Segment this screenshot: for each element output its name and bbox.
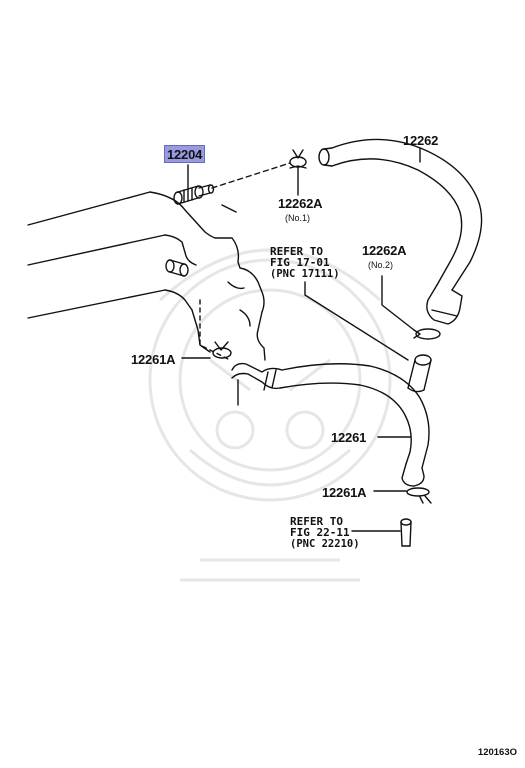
pipe-stub-22-11 <box>400 518 412 547</box>
callout-12261a-lower[interactable]: 12261A <box>322 485 367 500</box>
leader-ref-17-01 <box>304 281 409 361</box>
callout-12204[interactable]: 12204 <box>164 145 206 163</box>
callout-12262[interactable]: 12262 <box>403 133 439 148</box>
ref2-line2: FIG 22-11 <box>290 526 350 539</box>
leader-12262a-no2 <box>381 275 415 331</box>
ref2-line3: (PNC 22210) <box>290 538 360 550</box>
upper-hose-12262-part <box>318 138 483 325</box>
pcv-valve-part <box>173 184 215 205</box>
note-no1: (No.1) <box>285 213 311 223</box>
clamp-12261a-upper-part <box>212 341 232 359</box>
pipe-stub-17-01 <box>407 354 432 393</box>
clamp-12262a-no2-part <box>413 328 441 340</box>
ref1-line2: FIG 17-01 <box>270 256 330 269</box>
reference-fig-17-01[interactable]: REFER TO FIG 17-01 (PNC 17111) <box>270 246 340 280</box>
engine-head-outline <box>27 191 266 406</box>
ref2-line1: REFER TO <box>290 515 343 528</box>
callout-12261[interactable]: 12261 <box>331 430 367 445</box>
callout-12204-highlight: 12204 <box>164 145 206 163</box>
clamp-12261a-lower-part <box>406 487 432 504</box>
callout-12262a-no1[interactable]: 12262A <box>278 196 323 211</box>
reference-fig-22-11[interactable]: REFER TO FIG 22-11 (PNC 22210) <box>290 516 360 550</box>
ref1-line3: (PNC 17111) <box>270 268 340 280</box>
watermark-emblem <box>148 248 392 582</box>
dashed-line-clamp-to-head <box>199 299 231 361</box>
head-stud-part <box>165 259 189 277</box>
callout-12261a-upper[interactable]: 12261A <box>131 352 176 367</box>
note-no2: (No.2) <box>368 260 394 270</box>
callout-12262a-no2[interactable]: 12262A <box>362 243 407 258</box>
diagram-code: 120163O <box>477 747 517 758</box>
ref1-line1: REFER TO <box>270 245 323 258</box>
lower-hose-12261-part <box>231 362 430 487</box>
dashed-line-valve-to-hose <box>211 162 291 189</box>
clamp-12262a-no1-part <box>289 149 307 169</box>
